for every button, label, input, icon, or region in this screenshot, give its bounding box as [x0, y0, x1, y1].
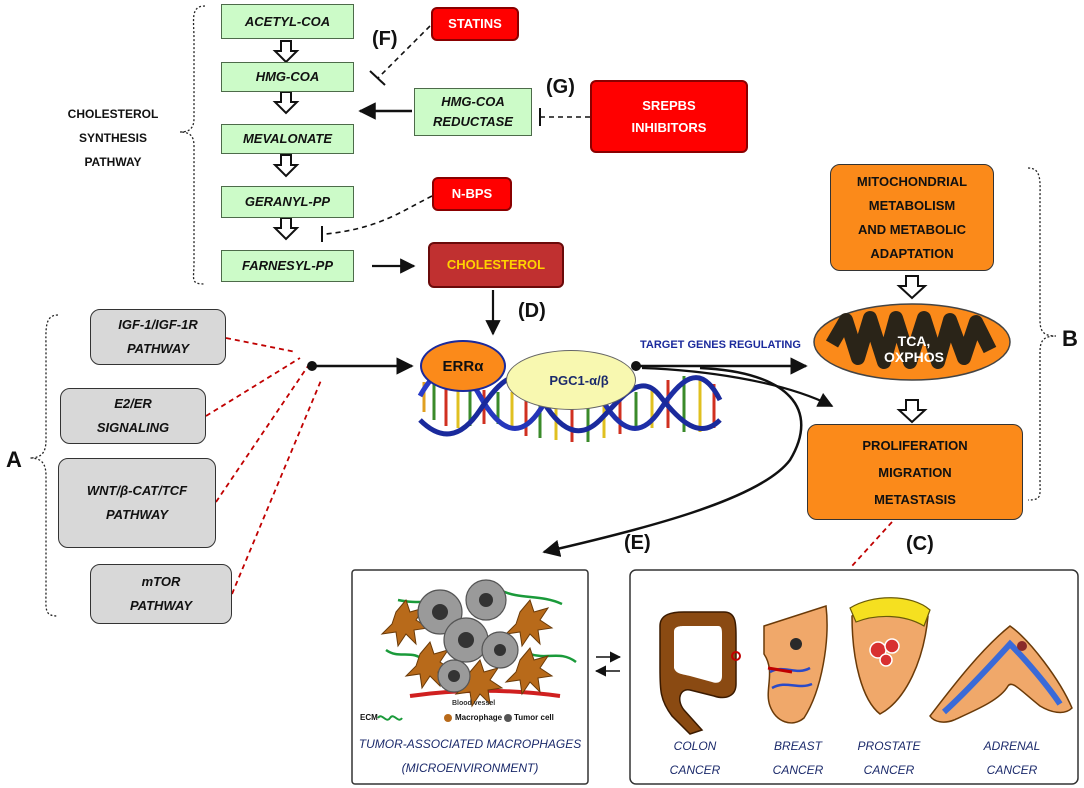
cancer-colon: COLON CANCER [650, 734, 740, 782]
srepbs-line1: SREPBS [642, 97, 696, 113]
cancer-prostate: PROSTATE CANCER [844, 734, 934, 782]
tca-label: TCA, OXPHOS [884, 333, 944, 365]
reductase-line2: REDUCTASE [433, 114, 513, 129]
pgc1-oval: PGC1-α/β [506, 350, 636, 410]
cancer-adrenal-line2: CANCER [986, 763, 1038, 777]
mito-line1: MITOCHONDRIAL [856, 173, 968, 189]
mito-line2: METABOLISM [868, 197, 956, 213]
cholesterol-box: CHOLESTEROL [428, 242, 564, 288]
outcome-line3: METASTASIS [874, 491, 956, 507]
outcome-line1: PROLIFERATION [862, 437, 968, 453]
legend-ecm: ECM [360, 713, 378, 722]
erra-oval: ERRα [420, 340, 506, 392]
step-acetyl-coa: ACETYL-COA [221, 4, 354, 39]
cholesterol-pathway-label: CHOLESTEROL SYNTHESIS PATHWAY [48, 102, 178, 174]
brace-a [29, 314, 59, 617]
cancer-breast: BREAST CANCER [756, 734, 840, 782]
label-f: (F) [372, 28, 398, 50]
outcome-box: PROLIFERATION MIGRATION METASTASIS [807, 424, 1023, 520]
brace-b [1027, 167, 1057, 501]
nbps-inhibit-line [325, 195, 433, 235]
pgc1-label: PGC1-α/β [549, 372, 609, 388]
pathway-hollow-arrows [272, 40, 300, 241]
signal-e2-er-line2: SIGNALING [96, 420, 170, 435]
srepbs-inhibitors-box: SREPBS INHIBITORS [590, 80, 748, 153]
colon-illustration [659, 611, 741, 735]
signal-wnt-line2: PATHWAY [105, 507, 169, 522]
statins-inhibit-line [377, 25, 431, 79]
cholesterol-pathway-label-line3: PATHWAY [84, 155, 142, 169]
signal-igf1-line1: IGF-1/IGF-1R [118, 317, 198, 332]
statins-box: STATINS [431, 7, 519, 41]
cholesterol-pathway-label-line2: SYNTHESIS [78, 131, 147, 145]
hmg-coa-reductase-box: HMG-COA REDUCTASE [414, 88, 532, 136]
label-d: (D) [518, 300, 546, 322]
signal-wnt: WNT/β-CAT/TCF PATHWAY [58, 458, 216, 548]
reductase-line1: HMG-COA [441, 94, 505, 109]
brace-cholesterol-pathway [179, 5, 206, 285]
signal-e2-er-line1: E2/ER [114, 396, 152, 411]
tam-caption-line2: (MICROENVIRONMENT) [401, 761, 539, 775]
cancer-adrenal: ADRENAL CANCER [962, 734, 1062, 782]
signal-wnt-line1: WNT/β-CAT/TCF [86, 483, 188, 498]
mito-metabolism-box: MITOCHONDRIAL METABOLISM AND METABOLIC A… [830, 164, 994, 271]
breast-illustration [763, 605, 828, 724]
tam-illustration [377, 579, 577, 722]
cancer-prostate-line2: CANCER [863, 763, 915, 777]
cancer-colon-line2: CANCER [669, 763, 721, 777]
signal-mtor-line1: mTOR [141, 574, 181, 589]
mito-line4: ADAPTATION [870, 245, 954, 261]
cancer-breast-line1: BREAST [773, 739, 822, 753]
step-geranyl-pp: GERANYL-PP [221, 186, 354, 218]
mito-line3: AND METABOLIC [857, 221, 967, 237]
adrenal-illustration [929, 625, 1073, 723]
signal-mtor: mTOR PATHWAY [90, 564, 232, 624]
legend-tumor: Tumor cell [514, 713, 554, 722]
step-mevalonate: MEVALONATE [221, 124, 354, 154]
label-e: (E) [624, 532, 651, 554]
mitochondrion-illustration [813, 303, 1011, 381]
label-c: (C) [906, 533, 934, 555]
signal-mtor-line2: PATHWAY [129, 598, 193, 613]
cancer-prostate-line1: PROSTATE [857, 739, 921, 753]
signal-igf1-line2: PATHWAY [126, 341, 190, 356]
step-farnesyl-pp: FARNESYL-PP [221, 250, 354, 282]
blood-vessel-label: Blood vessel [452, 700, 496, 707]
cancer-adrenal-line1: ADRENAL [983, 739, 1041, 753]
prostate-illustration [849, 597, 931, 715]
signaling-dashed-lines [205, 337, 323, 595]
nbps-box: N-BPS [432, 177, 512, 211]
srepbs-line2: INHIBITORS [631, 119, 707, 135]
tam-caption: TUMOR-ASSOCIATED MACROPHAGES (MICROENVIR… [352, 732, 588, 780]
outcome-line2: MIGRATION [878, 464, 952, 480]
label-b: B [1062, 326, 1078, 351]
signal-igf1: IGF-1/IGF-1R PATHWAY [90, 309, 226, 365]
cancer-breast-line2: CANCER [772, 763, 824, 777]
cancer-colon-line1: COLON [673, 739, 717, 753]
legend-macrophage: Macrophage [455, 713, 503, 722]
tam-caption-line1: TUMOR-ASSOCIATED MACROPHAGES [358, 737, 582, 751]
step-hmg-coa: HMG-COA [221, 62, 354, 92]
erra-label: ERRα [442, 357, 484, 375]
signal-e2-er: E2/ER SIGNALING [60, 388, 206, 444]
label-a: A [6, 447, 22, 472]
cholesterol-pathway-label-line1: CHOLESTEROL [67, 107, 159, 121]
target-genes-label: TARGET GENES REGULATING [640, 339, 801, 351]
label-g: (G) [546, 76, 575, 98]
